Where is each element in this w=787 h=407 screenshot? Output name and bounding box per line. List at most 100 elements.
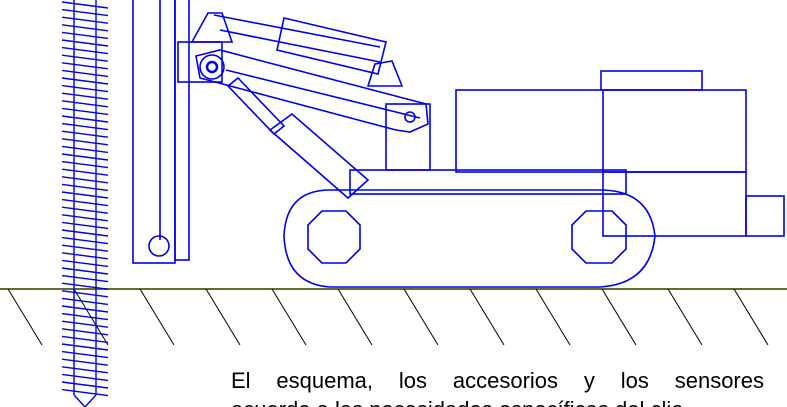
auger-flight-line [61, 92, 109, 100]
auger-flight-line [61, 312, 109, 321]
mast [132, 0, 223, 264]
auger-flight-line [61, 282, 109, 290]
auger-flight-line [61, 46, 109, 55]
upper-cylinder-end [366, 60, 404, 87]
auger-flight-line [61, 138, 109, 146]
auger-flight-line [61, 221, 109, 230]
boom-plate-edge [225, 69, 421, 119]
auger-flight-line [61, 107, 109, 116]
carrier-body [349, 70, 785, 237]
auger-flight-line [61, 358, 109, 366]
auger-flight-line [61, 191, 109, 199]
hatch-line [469, 288, 505, 346]
auger-flight-line [61, 198, 109, 207]
lower-cylinder-body [268, 112, 370, 200]
auger-flight-line [61, 24, 109, 32]
hatch-line [205, 288, 241, 346]
hatch-line [667, 288, 703, 346]
auger-flight-line [61, 100, 109, 108]
upper-cylinder-rod [213, 14, 381, 48]
auger-flight-line [61, 274, 109, 283]
auger-flight-line [61, 229, 109, 237]
rear-box [745, 195, 785, 237]
boom-arm [195, 49, 429, 133]
hatch-line [403, 288, 439, 346]
auger-flight-line [61, 373, 109, 382]
auger-flight-line [61, 297, 109, 306]
auger-flight-line [61, 168, 109, 176]
auger-flight-line [61, 153, 109, 161]
hatch-line [7, 288, 43, 346]
ground-hatching [7, 288, 769, 346]
auger-flight-line [61, 252, 109, 260]
auger-flight-line [61, 320, 109, 328]
auger-tip [73, 394, 97, 407]
front-wheel [307, 210, 361, 264]
auger-flight-line [61, 366, 109, 374]
auger-flight-line [61, 244, 109, 252]
auger-flights [61, 1, 109, 397]
auger-flight-line [61, 84, 109, 93]
auger [61, 0, 109, 407]
upper-cylinder-rod-2 [219, 29, 381, 63]
rear-wheel [571, 210, 627, 264]
hatch-line [535, 288, 571, 346]
engine-housing [455, 89, 747, 173]
hatch-line [139, 288, 175, 346]
upper-cylinder-body [276, 17, 387, 75]
auger-flight-line [61, 115, 109, 123]
auger-flight-line [61, 39, 109, 47]
auger-flight-line [61, 290, 109, 298]
boom-support [385, 103, 431, 171]
cab-top [600, 70, 703, 91]
cab-lower [602, 171, 747, 237]
auger-flight-line [61, 8, 109, 17]
auger-flight-line [61, 259, 109, 268]
mast-column [132, 0, 176, 264]
auger-flight-line [61, 236, 109, 245]
hatch-line [337, 288, 373, 346]
upper-hydraulic-cylinder [190, 12, 404, 87]
upper-cylinder-mount [190, 12, 234, 43]
auger-flight-line [61, 381, 109, 389]
auger-flight-line [61, 176, 109, 184]
auger-flight-line [61, 328, 109, 336]
auger-flight-line [61, 183, 109, 192]
auger-flight-line [61, 335, 109, 344]
boom-pivot-inner [205, 60, 219, 74]
auger-flight-line [61, 214, 109, 222]
ground [0, 288, 787, 346]
auger-flight-line [61, 31, 109, 40]
auger-flight-line [61, 122, 109, 131]
hatch-line [733, 288, 769, 346]
caption-line-2: acuerdo a las necesidades específicas de… [231, 395, 787, 407]
crawler-track [283, 189, 656, 288]
hatch-line [271, 288, 307, 346]
auger-flight-line [61, 77, 109, 85]
mast-slide [174, 0, 190, 261]
auger-flight-line [61, 145, 109, 154]
track-outline [283, 189, 656, 288]
auger-flight-line [61, 160, 109, 169]
chassis-frame [349, 169, 627, 195]
auger-flight-line [61, 350, 109, 359]
caption-line-1: El esquema, los accesorios y los sensore… [231, 368, 764, 393]
auger-flight-line [61, 1, 109, 9]
auger-flight-line [61, 343, 109, 351]
boom-pivot-outer [199, 54, 225, 80]
auger-flight-line [61, 305, 109, 313]
hatch-line [601, 288, 637, 346]
caption-text: El esquema, los accesorios y los sensore… [231, 366, 787, 407]
auger-flight-line [61, 69, 109, 78]
auger-flight-line [61, 388, 109, 397]
mast-pulley [148, 235, 170, 257]
boom-end-pin [404, 111, 416, 123]
auger-flight-line [61, 130, 109, 138]
lower-hydraulic-cylinder [226, 76, 370, 200]
auger-flight-line [61, 267, 109, 275]
auger-flight-line [61, 206, 109, 214]
auger-flight-line [61, 62, 109, 70]
boom-plate [195, 49, 429, 133]
